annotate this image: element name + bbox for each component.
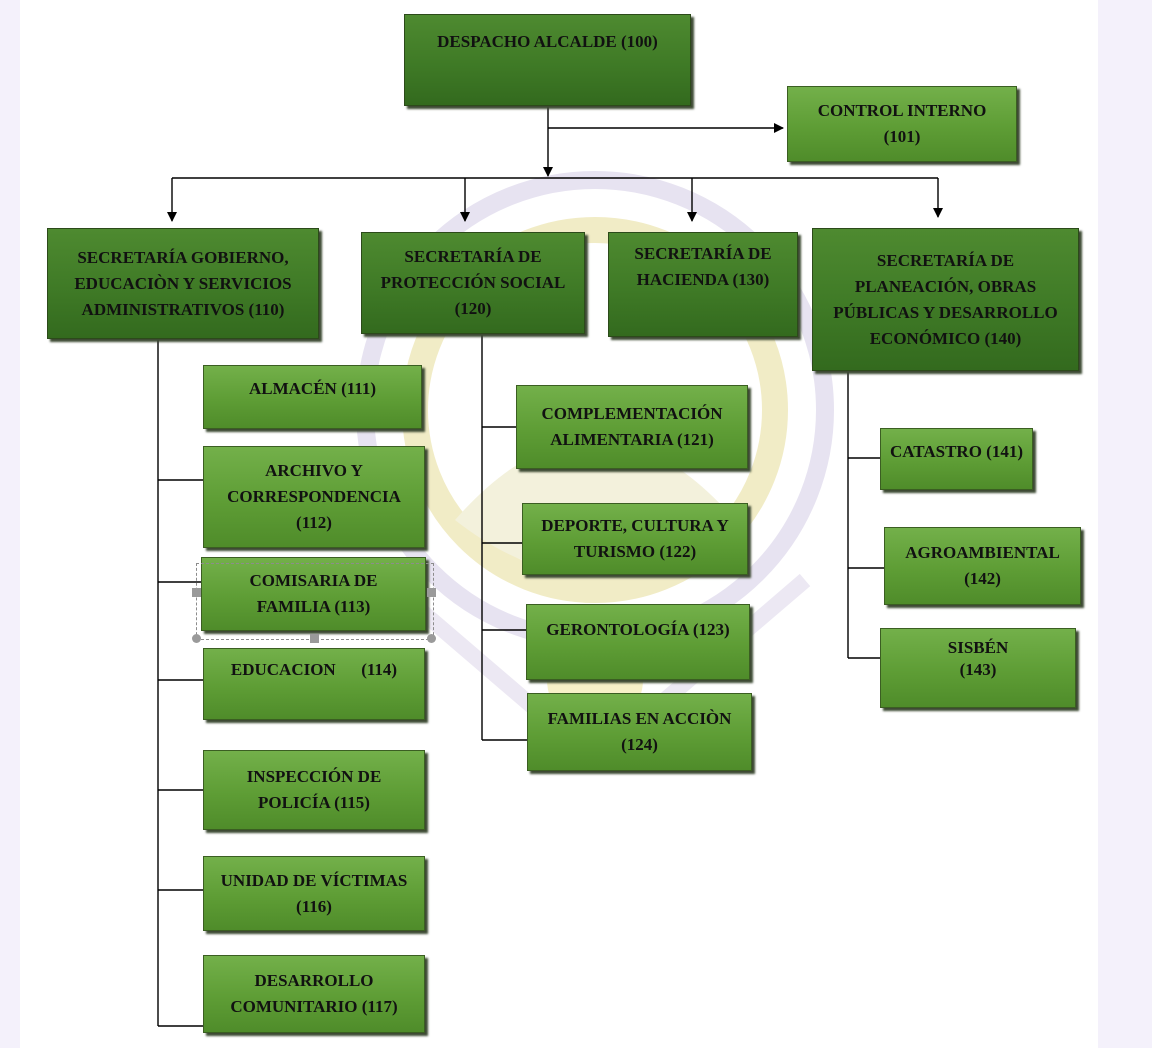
deporte-122-line-2: TURISMO (122) bbox=[573, 542, 697, 561]
complementacion-121-box: COMPLEMENTACIÓN ALIMENTARIA (121) bbox=[516, 385, 748, 469]
resize-handle-left[interactable] bbox=[192, 588, 201, 597]
despacho-alcalde-label: DESPACHO ALCALDE (100) bbox=[437, 32, 658, 51]
secretaria-120-box: SECRETARÍA DE PROTECCIÓN SOCIAL (120) bbox=[361, 232, 585, 334]
secretaria-130-box: SECRETARÍA DE HACIENDA (130) bbox=[608, 232, 798, 337]
secretaria-120-line-1: SECRETARÍA DE bbox=[404, 247, 542, 266]
victimas-116-box: UNIDAD DE VÍCTIMAS (116) bbox=[203, 856, 425, 931]
comisaria-113-line-1: COMISARIA DE bbox=[249, 571, 378, 590]
secretaria-140-line-1: SECRETARÍA DE bbox=[876, 250, 1015, 270]
archivo-112-box: ARCHIVO Y CORRESPONDENCIA (112) bbox=[203, 446, 425, 548]
despacho-alcalde-box: DESPACHO ALCALDE (100) bbox=[404, 14, 691, 106]
inspeccion-115-line-1: INSPECCIÓN DE bbox=[246, 767, 382, 786]
almacen-111-label: ALMACÉN (111) bbox=[248, 379, 377, 398]
deporte-122-line-1: DEPORTE, CULTURA Y bbox=[541, 516, 729, 535]
secretaria-140-line-2: PLANEACIÓN, OBRAS bbox=[854, 276, 1037, 296]
agroambiental-142-box: AGROAMBIENTAL (142) bbox=[884, 527, 1081, 605]
desarrollo-117-box: DESARROLLO COMUNITARIO (117) bbox=[203, 955, 425, 1033]
sisben-143-line-1: SISBÉN bbox=[947, 638, 1009, 657]
secretaria-110-box: SECRETARÍA GOBIERNO, EDUCACIÒN Y SERVICI… bbox=[47, 228, 319, 339]
sisben-143-box: SISBÉN (143) bbox=[880, 628, 1076, 708]
secretaria-130-line-2: HACIENDA (130) bbox=[636, 270, 770, 289]
educacion-114-box: EDUCACION (114) bbox=[203, 648, 425, 720]
control-interno-box: CONTROL INTERNO (101) bbox=[787, 86, 1017, 162]
victimas-116-line-1: UNIDAD DE VÍCTIMAS bbox=[220, 870, 408, 890]
catastro-141-box: CATASTRO (141) bbox=[880, 428, 1033, 490]
resize-handle-bottom-left[interactable] bbox=[192, 634, 201, 643]
familias-124-line-2: (124) bbox=[621, 735, 658, 754]
secretaria-140-line-4: ECONÓMICO (140) bbox=[869, 328, 1022, 348]
comisaria-113-line-2: FAMILIA (113) bbox=[256, 597, 371, 616]
right-margin-strip bbox=[1098, 0, 1152, 1048]
archivo-112-line-3: (112) bbox=[296, 513, 332, 532]
left-margin-strip bbox=[0, 0, 20, 1048]
complementacion-121-line-2: ALIMENTARIA (121) bbox=[550, 430, 714, 449]
resize-handle-bottom[interactable] bbox=[310, 634, 319, 643]
secretaria-120-line-3: (120) bbox=[454, 299, 492, 318]
secretaria-140-line-3: PÚBLICAS Y DESARROLLO bbox=[833, 302, 1058, 322]
desarrollo-117-line-2: COMUNITARIO (117) bbox=[230, 997, 398, 1016]
secretaria-120-line-2: PROTECCIÓN SOCIAL bbox=[380, 273, 566, 292]
secretaria-110-line-1: SECRETARÍA GOBIERNO, bbox=[77, 247, 289, 267]
agroambiental-142-line-2: (142) bbox=[964, 569, 1001, 588]
secretaria-110-line-3: ADMINISTRATIVOS (110) bbox=[81, 299, 285, 319]
educacion-114-label: EDUCACION (114) bbox=[230, 660, 398, 679]
inspeccion-115-line-2: POLICÍA (115) bbox=[258, 793, 370, 812]
inspeccion-115-box: INSPECCIÓN DE POLICÍA (115) bbox=[203, 750, 425, 830]
familias-124-box: FAMILIAS EN ACCIÒN (124) bbox=[527, 693, 752, 771]
resize-handle-right[interactable] bbox=[427, 588, 436, 597]
agroambiental-142-line-1: AGROAMBIENTAL bbox=[905, 543, 1060, 562]
secretaria-130-line-1: SECRETARÍA DE bbox=[634, 244, 772, 263]
gerontologia-123-box: GERONTOLOGÍA (123) bbox=[526, 604, 750, 680]
resize-handle-bottom-right[interactable] bbox=[427, 634, 436, 643]
victimas-116-line-2: (116) bbox=[296, 896, 332, 916]
deporte-122-box: DEPORTE, CULTURA Y TURISMO (122) bbox=[522, 503, 748, 575]
secretaria-110-line-2: EDUCACIÒN Y SERVICIOS bbox=[74, 273, 292, 293]
archivo-112-line-1: ARCHIVO Y bbox=[265, 461, 363, 480]
complementacion-121-line-1: COMPLEMENTACIÓN bbox=[541, 404, 723, 423]
almacen-111-box: ALMACÉN (111) bbox=[203, 365, 422, 429]
familias-124-line-1: FAMILIAS EN ACCIÒN bbox=[547, 709, 732, 728]
gerontologia-123-label: GERONTOLOGÍA (123) bbox=[546, 620, 730, 639]
sisben-143-line-2: (143) bbox=[959, 660, 997, 679]
control-interno-code: (101) bbox=[883, 127, 921, 146]
desarrollo-117-line-1: DESARROLLO bbox=[254, 971, 374, 990]
catastro-141-label: CATASTRO (141) bbox=[889, 442, 1023, 461]
archivo-112-line-2: CORRESPONDENCIA bbox=[227, 487, 401, 506]
comisaria-113-box[interactable]: COMISARIA DE FAMILIA (113) bbox=[201, 557, 426, 631]
control-interno-label: CONTROL INTERNO bbox=[817, 101, 987, 120]
secretaria-140-box: SECRETARÍA DE PLANEACIÓN, OBRAS PÚBLICAS… bbox=[812, 228, 1079, 371]
